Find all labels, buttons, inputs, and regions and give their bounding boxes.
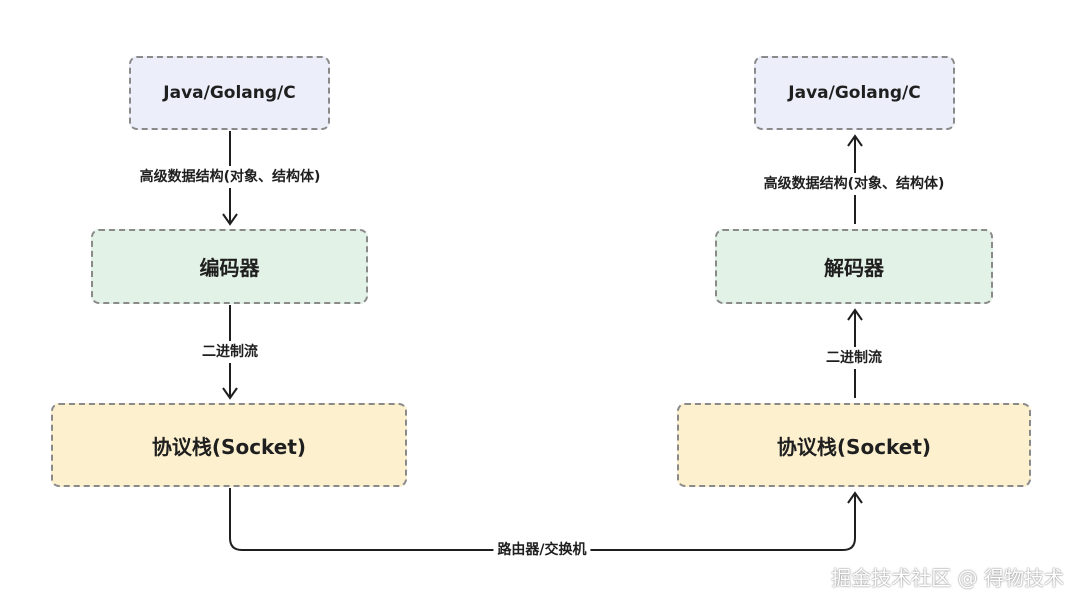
sender-protocol-stack-box: 协议栈(Socket) [51, 403, 407, 487]
arrowhead-dst-lang [847, 134, 863, 147]
receiver-protocol-stack-box: 协议栈(Socket) [677, 403, 1031, 487]
arrowhead-src-proto [222, 387, 238, 400]
sender-language-label: Java/Golang/C [163, 83, 296, 103]
router-switch-label: 路由器/交换机 [493, 539, 591, 561]
receiver-language-box: Java/Golang/C [754, 56, 955, 130]
receiver-binary-stream-label: 二进制流 [822, 347, 886, 369]
encoder-box: 编码器 [91, 229, 368, 304]
receiver-data-structure-label: 高级数据结构(对象、结构体) [759, 173, 949, 195]
decoder-box: 解码器 [715, 229, 993, 304]
sender-data-structure-label: 高级数据结构(对象、结构体) [135, 166, 325, 188]
sender-language-box: Java/Golang/C [129, 56, 330, 130]
arrowhead-dst-proto [847, 491, 863, 504]
encoder-label: 编码器 [199, 256, 260, 280]
arrowhead-src-encoder [222, 213, 238, 226]
sender-protocol-stack-label: 协议栈(Socket) [151, 434, 307, 459]
decoder-label: 解码器 [824, 256, 884, 280]
receiver-language-label: Java/Golang/C [788, 83, 921, 103]
sender-binary-stream-label: 二进制流 [198, 341, 262, 363]
watermark: 掘金技术社区 @ 得物技术 [831, 566, 1064, 590]
receiver-protocol-stack-label: 协议栈(Socket) [776, 434, 932, 459]
arrowhead-dst-decoder [847, 308, 863, 321]
